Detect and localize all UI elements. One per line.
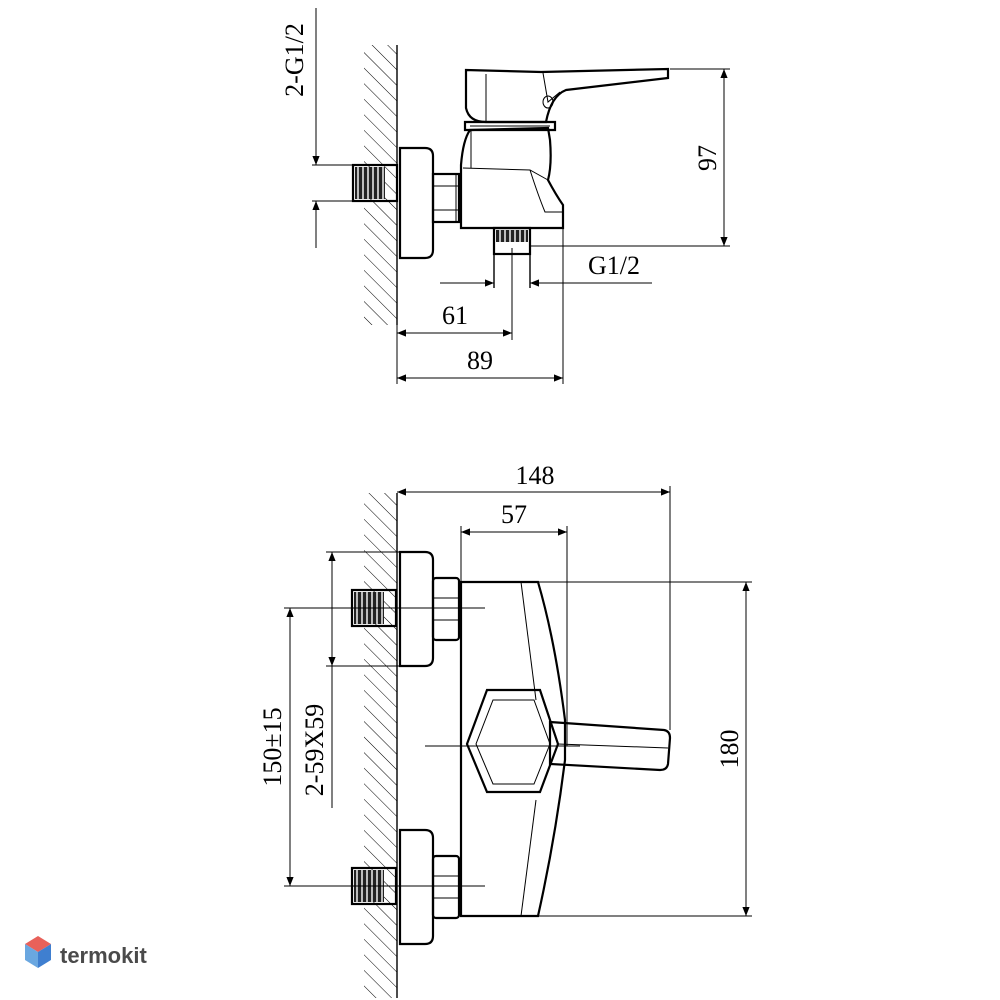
mixer-body-side [459, 126, 565, 230]
dim-body-width: 57 [460, 500, 568, 746]
wall-hatch-bottom [364, 493, 397, 998]
dim-flange-label: 2-59X59 [300, 704, 329, 796]
dim-outlet-offset-label: 61 [442, 301, 468, 330]
dim-depth: 89 [397, 228, 564, 384]
termokit-watermark: termokit [25, 936, 147, 968]
dim-flange: 2-59X59 [300, 551, 400, 808]
dim-height-front-label: 180 [715, 730, 744, 769]
dim-height-side-label: 97 [693, 145, 722, 171]
dim-centers: 150±15 [258, 607, 340, 887]
dim-height-side: 97 [530, 68, 730, 247]
upper-hex-nut-front [431, 576, 461, 642]
side-view: 2-G1/2 97 G1/2 61 89 [280, 8, 730, 384]
dim-outlet-offset: 61 [396, 248, 513, 384]
dim-body-width-label: 57 [501, 500, 527, 529]
lower-flange-front [398, 828, 435, 946]
dim-outlet-thread-label: G1/2 [588, 251, 640, 280]
lower-hex-nut-front [431, 854, 461, 920]
dim-total-width: 148 [397, 461, 671, 730]
dim-inlet-thread: 2-G1/2 [280, 8, 360, 248]
termokit-logo-text: termokit [60, 943, 147, 968]
dim-centers-label: 150±15 [258, 707, 287, 786]
dim-outlet-thread: G1/2 [440, 251, 652, 287]
dim-total-width-label: 148 [516, 461, 555, 490]
mixer-body-front [459, 580, 567, 918]
inlet-nipple-side [351, 163, 399, 203]
lever-handle-front [548, 720, 672, 772]
lever-handle-side [464, 67, 670, 124]
dim-height-front: 180 [538, 581, 752, 917]
hex-cap-front [465, 688, 560, 794]
dim-depth-label: 89 [467, 346, 493, 375]
flange-side [398, 146, 435, 260]
upper-flange-front [398, 550, 435, 668]
front-view: 148 57 180 150±15 [258, 461, 752, 998]
termokit-logo-icon [25, 936, 51, 968]
dim-inlet-thread-label: 2-G1/2 [280, 23, 309, 97]
hex-nut-side [431, 172, 461, 224]
